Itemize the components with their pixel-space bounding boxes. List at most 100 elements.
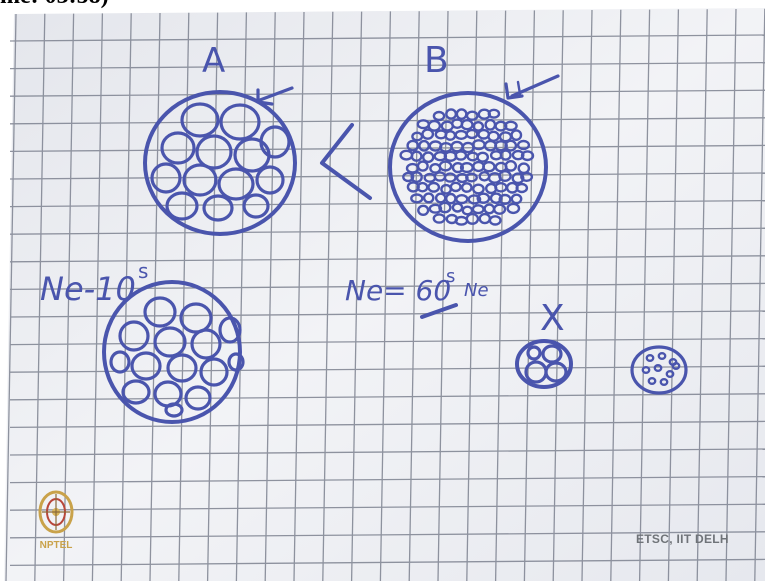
small-cell: [476, 151, 490, 163]
small-cell: [467, 194, 482, 205]
small-cell: [476, 192, 491, 204]
label-ne-60: Ne= 60: [345, 274, 451, 307]
small-cell: [506, 202, 521, 215]
grid-line-vertical: [62, 13, 75, 581]
small-cell: [422, 151, 435, 164]
tiny-cell: [665, 370, 675, 379]
label-ne-10-superscript: s: [138, 259, 148, 283]
grid-line-vertical: [149, 12, 161, 581]
grid-line-horizontal: [9, 503, 765, 511]
label-x-mark: X: [540, 298, 565, 339]
small-cell: [465, 172, 478, 183]
grid-line-vertical: [494, 10, 507, 581]
small-cell: [406, 139, 420, 152]
small-cell: [503, 120, 518, 132]
label-ne-60-superscript: s: [446, 266, 455, 287]
nptel-logo-emblem: [38, 490, 74, 534]
grid-line-vertical: [610, 9, 622, 581]
small-cell: [427, 119, 442, 132]
grid-line-horizontal: [9, 365, 765, 373]
grid-line-horizontal: [9, 172, 765, 180]
grid-line-vertical: [235, 12, 248, 581]
grid-line-horizontal: [9, 117, 765, 125]
tiny-circle-cells: [641, 352, 681, 387]
small-cell: [520, 150, 535, 162]
grid-line-horizontal: [9, 34, 765, 42]
tiny-cell: [641, 366, 651, 375]
small-cell: [511, 172, 525, 185]
small-cell: [465, 212, 480, 225]
small-cell: [504, 159, 518, 172]
grid-lines: [5, 8, 765, 581]
circle-b-sketch: [388, 74, 560, 243]
grid-line-vertical: [552, 10, 564, 581]
tiny-cell: [659, 378, 669, 387]
small-cell: [449, 181, 462, 193]
grid-line-vertical: [5, 13, 17, 581]
circle-ne10-sketch: [102, 280, 245, 424]
grid-line-horizontal: [9, 227, 765, 235]
small-circle-x-sketch: [515, 339, 573, 389]
grid-line-horizontal: [9, 144, 765, 153]
small-cell: [416, 160, 429, 172]
circle-a-sketch: [143, 86, 297, 236]
small-cell: [451, 162, 465, 174]
grid-line-vertical: [91, 13, 104, 581]
small-cell: [489, 192, 503, 204]
grid-line-horizontal: [9, 89, 765, 97]
small-cell: [511, 149, 525, 161]
small-cell: [510, 193, 523, 205]
less-than-sign: [320, 123, 372, 200]
small-cell: [451, 202, 464, 213]
tiny-cell: [647, 377, 657, 386]
grid-line-vertical: [437, 10, 449, 581]
small-cell: [443, 172, 457, 183]
grid-line-vertical: [350, 11, 363, 581]
small-cell: [438, 201, 452, 214]
label-ne-10: Ne-10: [40, 270, 136, 308]
small-cell: [498, 193, 512, 206]
tiny-cell: [645, 354, 655, 363]
small-cell: [516, 139, 531, 151]
grid-line-vertical: [120, 13, 132, 581]
small-cell: [432, 213, 446, 224]
small-cell: [465, 110, 479, 121]
ne60-underline: [420, 303, 458, 319]
small-cell: [428, 203, 443, 214]
grid-line-vertical: [34, 13, 46, 581]
grid-line-vertical: [638, 9, 651, 581]
grid-line-horizontal: [9, 558, 765, 567]
grid-line-vertical: [667, 9, 680, 581]
grid-line-horizontal: [9, 475, 765, 484]
circle-b-cells: [399, 108, 535, 226]
label-b: B: [424, 40, 449, 81]
tiny-cell: [653, 364, 663, 373]
small-cell: [510, 129, 523, 142]
grid-line-vertical: [264, 12, 276, 581]
small-cell: [410, 193, 424, 204]
small-cell: [402, 171, 415, 183]
grid-line-vertical: [408, 11, 420, 581]
tiny-cell: [671, 362, 681, 371]
small-cell: [427, 181, 441, 193]
small-cell: [465, 128, 479, 140]
small-cell: [421, 128, 435, 140]
small-cell: [472, 121, 485, 132]
small-cell: [504, 139, 518, 152]
grid-line-vertical: [725, 8, 737, 581]
grid-line-horizontal: [9, 282, 765, 291]
grid-line-vertical: [466, 10, 478, 581]
small-cell: [471, 183, 485, 195]
label-a: A: [202, 41, 225, 81]
tiny-circle-sketch: [630, 345, 688, 395]
grid-line-horizontal: [9, 393, 765, 401]
small-cell: [432, 110, 446, 122]
small-cell: [488, 215, 502, 226]
small-cell: [460, 182, 473, 193]
small-cell: [417, 204, 430, 217]
small-cell: [410, 150, 423, 162]
small-cell: [515, 182, 529, 194]
